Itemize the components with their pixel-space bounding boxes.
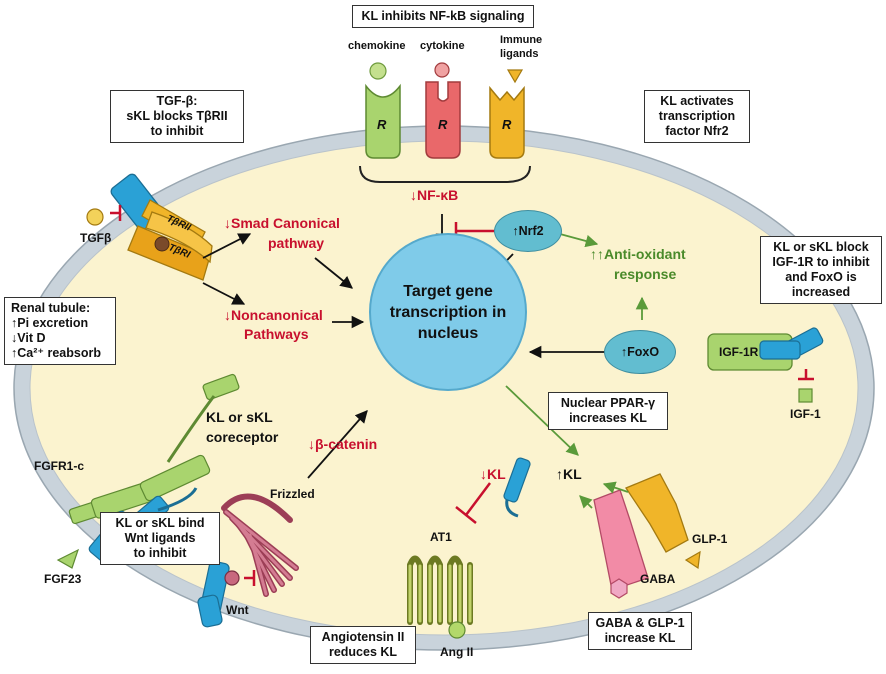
wnt-box-line-2: Wnt ligands	[124, 531, 196, 545]
receptor-bracket	[359, 165, 531, 183]
igf-box-line-2: IGF-1R to inhibit	[772, 255, 870, 269]
ang-ii-ligand	[448, 621, 466, 639]
fgf23-label: FGF23	[44, 572, 82, 586]
kl-down-label: ↓KL	[480, 466, 506, 482]
nrf2-node: ↑Nrf2	[494, 210, 562, 252]
ppar-info-box: Nuclear PPAR-γ increases KL	[548, 392, 668, 430]
nucleus-line-1: Target gene	[403, 282, 493, 300]
igf-box-line-3: and FoxO is	[785, 270, 857, 284]
nfkb-pathway-label: ↓NF-κB	[410, 187, 459, 203]
antioxidant-line-2: response	[614, 266, 677, 282]
cytokine-r-letter: R	[438, 117, 448, 132]
cytokine-receptor	[425, 62, 461, 159]
noncanonical-line-1: ↓Noncanonical	[224, 307, 323, 323]
kl-up-label: ↑KL	[556, 466, 582, 482]
immune-r-letter: R	[502, 117, 512, 132]
wnt-info-box: KL or sKL bind Wnt ligands to inhibit	[100, 512, 220, 565]
coreceptor-line-1: KL or sKL	[206, 409, 273, 425]
nucleus-line-2: transcription in	[389, 303, 507, 321]
immune-receptor	[489, 69, 525, 159]
ppar-box-line-2: increases KL	[569, 411, 647, 425]
nrf2-box-line-2: transcription	[658, 109, 736, 123]
at1-fill	[408, 564, 472, 623]
foxo-node: ↑FoxO	[604, 330, 676, 374]
renal-box-line-3: ↓Vit D	[11, 331, 46, 345]
tgfb-box-line-2: sKL blocks TβRII	[126, 109, 228, 123]
tgfb-ligand	[86, 208, 104, 226]
angii-label: Ang II	[440, 645, 474, 659]
smad-pathway-line-1: ↓Smad Canonical	[224, 215, 340, 231]
tgfb-ligand-label: TGFβ	[80, 231, 112, 245]
ang-box-line-1: Angiotensin II	[321, 630, 405, 644]
glp1-label: GLP-1	[692, 532, 728, 546]
gaba-receptor	[593, 489, 649, 599]
renal-box-line-1: Renal tubule:	[11, 301, 91, 315]
renal-info-box: Renal tubule: ↑Pi excretion ↓Vit D ↑Ca²⁺…	[4, 297, 116, 365]
at1-label: AT1	[430, 530, 452, 544]
wnt-klotho	[197, 560, 240, 628]
wnt-label: Wnt	[226, 603, 249, 617]
igf1r-receptor	[707, 327, 824, 403]
igf-info-box: KL or sKL block IGF-1R to inhibit and Fo…	[760, 236, 882, 304]
igf1-ligand	[798, 388, 813, 403]
wnt-box-line-1: KL or sKL bind	[115, 516, 205, 530]
bcatenin-label: ↓β-catenin	[308, 436, 378, 452]
tgfb-box-line-3: to inhibit	[150, 124, 204, 138]
igf1r-label: IGF-1R	[719, 345, 759, 359]
chemokine-label: chemokine	[348, 40, 406, 52]
tgfb-box-line-1: TGF-β:	[156, 94, 198, 108]
gaba-label: GABA	[640, 572, 676, 586]
cytokine-label: cytokine	[420, 40, 465, 52]
chemokine-ligand	[369, 62, 387, 80]
igf-box-line-4: increased	[791, 285, 851, 299]
klotho-protein	[503, 457, 531, 518]
glp1-ligand	[684, 550, 701, 570]
ang-info-box: Angiotensin II reduces KL	[310, 626, 416, 664]
smad-pathway-line-2: pathway	[268, 235, 325, 251]
nrf2-info-box: KL activates transcription factor Nfr2	[644, 90, 750, 143]
igf-box-line-1: KL or sKL block	[773, 240, 869, 254]
gaba-info-box: GABA & GLP-1 increase KL	[588, 612, 692, 650]
gaba-box-line-1: GABA & GLP-1	[595, 616, 685, 630]
foxo-label: ↑FoxO	[620, 345, 660, 359]
nucleus: Target gene transcription in nucleus	[369, 233, 527, 391]
renal-box-line-4: ↑Ca²⁺ reabsorb	[11, 346, 101, 360]
wnt-box-line-3: to inhibit	[133, 546, 187, 560]
igf1-label: IGF-1	[790, 407, 821, 421]
nfkb-box-text: KL inhibits NF-kB signaling	[361, 9, 525, 23]
gaba-ligand	[610, 578, 628, 599]
nrf2-box-line-3: factor Nfr2	[665, 124, 729, 138]
ppar-box-line-1: Nuclear PPAR-γ	[560, 396, 656, 410]
glp1-receptor	[625, 473, 701, 570]
ang-box-line-2: reduces KL	[328, 645, 398, 659]
immune-label-1: Immune	[500, 34, 543, 46]
nucleus-line-3: nucleus	[417, 324, 479, 342]
green-arrows	[505, 233, 649, 509]
noncanonical-line-2: Pathways	[244, 326, 309, 342]
frizzled-label: Frizzled	[270, 487, 315, 501]
renal-box-line-2: ↑Pi excretion	[11, 316, 89, 330]
wnt-ligand	[224, 570, 240, 586]
fgfr1c-label: FGFR1-c	[34, 459, 85, 473]
nfkb-info-box: KL inhibits NF-kB signaling	[352, 5, 534, 28]
nrf2-box-line-1: KL activates	[660, 94, 734, 108]
cytokine-ligand	[434, 62, 450, 78]
frizzled-fill	[224, 510, 298, 596]
chemokine-r-letter: R	[377, 117, 387, 132]
nrf2-label: ↑Nrf2	[512, 224, 544, 238]
immune-label-2: ligands	[500, 48, 539, 60]
fgf23-ligand	[56, 548, 80, 569]
antioxidant-line-1: ↑↑Anti-oxidant	[590, 246, 686, 262]
gaba-box-line-2: increase KL	[604, 631, 676, 645]
immune-ligand	[506, 69, 524, 84]
tgfb-info-box: TGF-β: sKL blocks TβRII to inhibit	[110, 90, 244, 143]
tgfb-receptor-complex	[86, 173, 213, 281]
coreceptor-line-2: coreceptor	[206, 429, 279, 445]
chemokine-receptor	[365, 62, 401, 159]
